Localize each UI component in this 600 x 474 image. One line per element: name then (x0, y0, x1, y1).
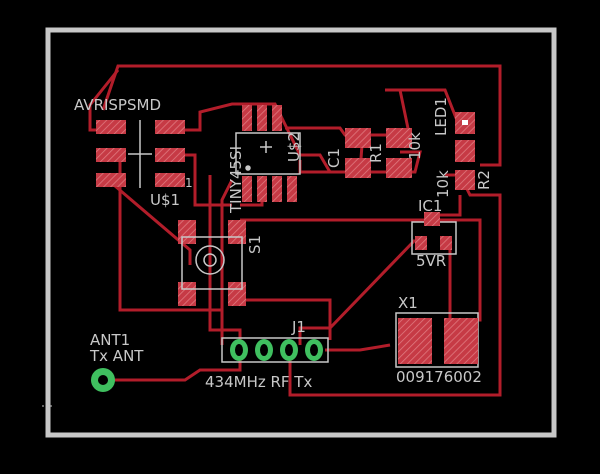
label-x1-part: 009176002 (396, 368, 482, 386)
avrisp-silk (128, 120, 152, 188)
pad (272, 176, 282, 202)
pad (345, 158, 371, 178)
pad (444, 318, 478, 364)
pad (440, 236, 452, 250)
ic1-regulator (411, 212, 457, 255)
label-x1: X1 (398, 294, 418, 312)
trace (103, 355, 242, 382)
trace (101, 64, 502, 167)
pad (398, 318, 432, 364)
pad (178, 282, 196, 306)
antenna-via (91, 368, 115, 392)
label-j1: J1 (292, 318, 306, 336)
pad (155, 148, 185, 162)
pad (257, 176, 267, 202)
pad (96, 120, 126, 134)
led-r2-footprint (455, 112, 475, 190)
attiny-footprint (242, 105, 297, 202)
trace (118, 155, 222, 312)
avrisp-footprint (96, 120, 185, 187)
trace (240, 218, 482, 322)
label-ant1: ANT1 (90, 331, 131, 349)
trace (107, 178, 192, 265)
label-s1: S1 (246, 234, 264, 254)
origin-mark (42, 400, 54, 412)
label-led1: LED1 (432, 97, 450, 136)
label-rf: 434MHz RF Tx (205, 373, 313, 391)
pad (455, 170, 475, 190)
label-u2: U$2 (285, 131, 303, 162)
label-c1: C1 (325, 147, 343, 168)
label-ic1: IC1 (418, 197, 443, 215)
label-r2-value: 10k (434, 170, 452, 198)
pad (345, 128, 371, 148)
pad (228, 282, 246, 306)
label-r1-value: 10k (406, 132, 424, 160)
c1-r1-footprint (345, 128, 412, 178)
pad (386, 128, 412, 148)
pad (242, 105, 252, 131)
trace (220, 179, 234, 345)
pad (96, 148, 126, 162)
pad (455, 140, 475, 162)
trace (298, 238, 417, 345)
label-r2: R2 (475, 170, 493, 190)
pad (415, 236, 427, 250)
attiny-silk (235, 132, 301, 175)
j1-header (221, 337, 329, 363)
trace (230, 298, 332, 340)
label-pin1: 1 (185, 176, 193, 190)
trace (440, 195, 462, 217)
pad (386, 158, 412, 178)
label-u1: U$1 (150, 191, 181, 209)
label-regulator: 5VR (416, 252, 447, 270)
x1-crystal (395, 312, 479, 368)
pad (228, 220, 246, 244)
pad (178, 220, 196, 244)
pad (155, 173, 185, 187)
label-attiny: TINY45SI (227, 145, 245, 213)
pad (257, 105, 267, 131)
label-avrisp: AVRISPSMD (74, 96, 161, 114)
board-outline (45, 27, 557, 438)
s1-switch (178, 220, 246, 306)
pad (242, 176, 252, 202)
pad (272, 105, 282, 131)
pad (424, 212, 440, 226)
pad (155, 120, 185, 134)
label-r1: R1 (367, 143, 385, 163)
trace (170, 102, 270, 132)
label-ant-value: Tx ANT (90, 347, 144, 365)
pad (287, 176, 297, 202)
trace (325, 343, 391, 352)
pad (96, 173, 126, 187)
